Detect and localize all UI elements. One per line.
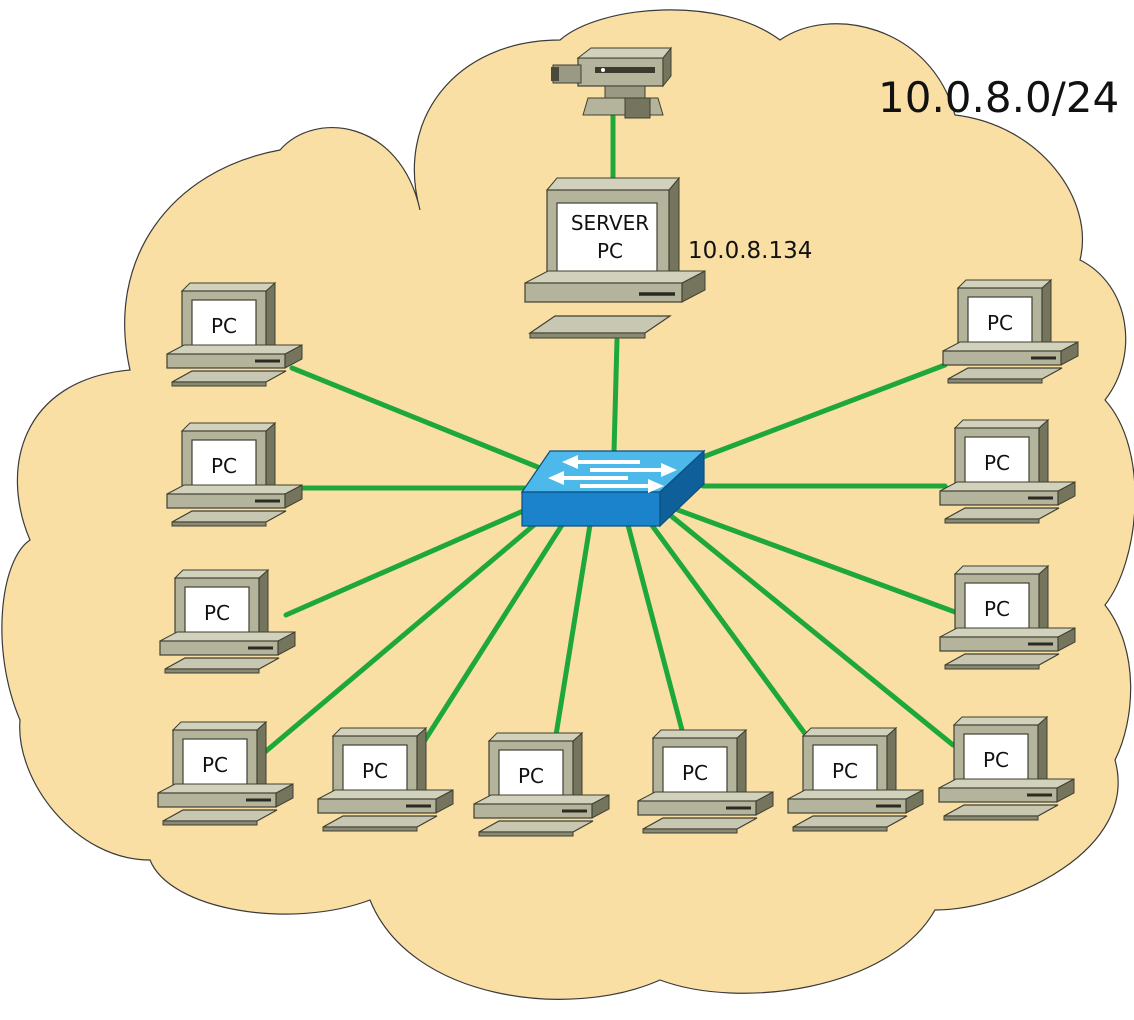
pc-label: PC [204, 601, 230, 625]
pc-label: PC [682, 761, 708, 785]
link-pc-right-3 [675, 507, 958, 615]
pc-left-2: PC [165, 421, 304, 528]
link-pc-left-1 [289, 365, 543, 471]
pc-label: PC [362, 759, 388, 783]
pc-left-4: PC [156, 720, 295, 827]
pc-label: PC [211, 454, 237, 478]
pc-label: PC [211, 314, 237, 338]
pc-label: PC [984, 451, 1010, 475]
pc-label: PC [984, 597, 1010, 621]
pc-right-1: PC [941, 278, 1080, 385]
pc-label: PC [832, 759, 858, 783]
pc-label: PC [983, 748, 1009, 772]
pc-left-3: PC [158, 568, 297, 675]
link-pc-left-3 [283, 505, 533, 618]
pc-right-3: PC [938, 564, 1077, 671]
link-pc-bottom-3 [625, 522, 685, 733]
server-label-line2: PC [597, 239, 623, 263]
pc-left-1: PC [165, 281, 304, 388]
link-pc-bottom-4 [645, 517, 809, 738]
pc-bottom-3: PC [636, 728, 775, 835]
subnet-label: 10.0.8.0/24 [878, 73, 1119, 122]
pc-label: PC [518, 764, 544, 788]
link-pc-right-1 [692, 362, 948, 463]
server-label-line1: SERVER [571, 211, 649, 235]
link-pc-left-4 [262, 517, 543, 755]
link-pc-bottom-5 [667, 512, 956, 748]
pc-bottom-5: PC [937, 715, 1076, 822]
server-pc-icon: SERVER PC [524, 176, 706, 339]
link-pc-bottom-2 [553, 522, 593, 738]
pc-bottom-2: PC [472, 731, 611, 838]
pc-bottom-1: PC [316, 726, 455, 833]
network-links [262, 105, 958, 755]
server-ip-label: 10.0.8.134 [688, 238, 812, 264]
link-server-switch [611, 337, 620, 455]
camera-icon [551, 46, 673, 119]
link-pc-bottom-1 [422, 522, 565, 743]
switch-icon [520, 449, 706, 528]
pc-label: PC [987, 311, 1013, 335]
pc-group: PC PC PC PC PC PC PC PC [156, 278, 1080, 838]
pc-right-2: PC [938, 418, 1077, 525]
pc-label: PC [202, 753, 228, 777]
pc-bottom-4: PC [786, 726, 925, 833]
